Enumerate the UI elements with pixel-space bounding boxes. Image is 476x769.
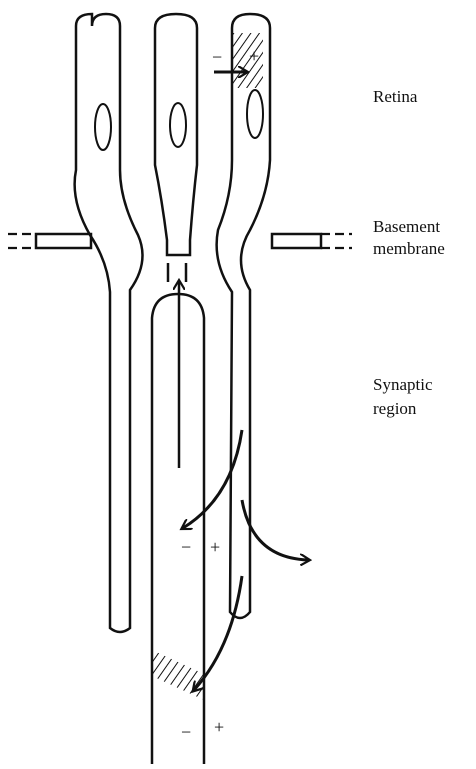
top-plus-sign: + [249,46,259,66]
axon-terminal-hatched-zone [152,650,204,700]
basement-membrane [8,234,352,248]
current-arrows [179,72,308,690]
top-minus-sign: − [212,47,222,67]
retina-label: Retina [373,86,417,108]
arrow-curve-right [242,500,308,560]
basement-membrane-right-block [272,234,321,248]
right-cell-nucleus [247,90,263,138]
right-retinal-cell [217,14,270,618]
left-cell-nucleus [95,104,111,150]
basement-membrane-label-line2: membrane [373,238,445,260]
middle-cell-outline [155,14,197,255]
synaptic-region-label-line1: Synaptic [373,374,433,396]
basement-membrane-left-block [36,234,91,248]
middle-retinal-cell [155,14,197,282]
synaptic-region-label-line2: region [373,398,416,420]
charge-signs: − + − + − + [181,46,259,742]
basement-membrane-label-line1: Basement [373,216,440,238]
left-cell-outline [75,14,143,632]
left-retinal-cell [75,14,143,632]
arrow-curve-left-middle [183,430,242,528]
middle-cell-nucleus [170,103,186,147]
bottom-minus-sign: − [181,722,191,742]
bottom-plus-sign: + [214,717,224,737]
middle-minus-sign: − [181,537,191,557]
middle-plus-sign: + [210,537,220,557]
